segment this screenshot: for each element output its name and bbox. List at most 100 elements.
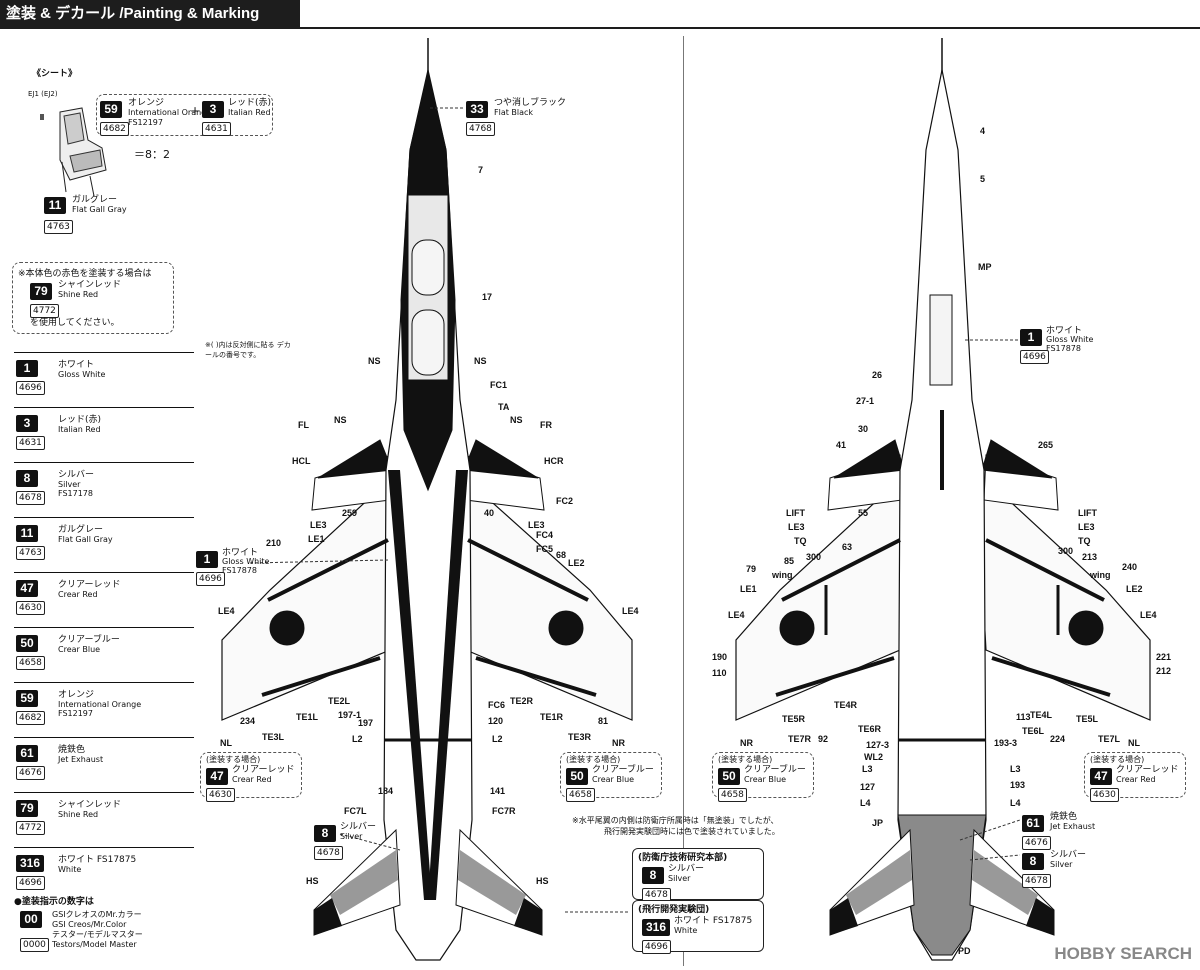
silver-l-num: 8: [314, 825, 336, 842]
bottom-view-aircraft: [735, 38, 1151, 961]
part-label: 127-3: [866, 740, 890, 750]
part-label: L3: [1010, 764, 1021, 774]
legend-name: オレンジ: [58, 690, 95, 700]
part-label: 265: [1038, 440, 1054, 450]
gloss-white-r-num: 1: [1020, 329, 1042, 346]
unit1-num: 8: [642, 867, 664, 884]
legend-en: Crear Red: [58, 590, 98, 599]
watermark: HOBBY SEARCH: [1054, 944, 1192, 963]
legend-name: ガルグレー: [58, 525, 104, 535]
mix-b-en: Italian Red: [228, 108, 271, 117]
part-label: 224: [1050, 734, 1066, 744]
mix-b-number: 3: [202, 101, 224, 118]
part-label: 190: [712, 652, 728, 662]
part-label: TQ: [794, 536, 807, 546]
part-label: 120: [488, 716, 504, 726]
part-label: 300: [1058, 546, 1074, 556]
part-label: FC2: [556, 496, 574, 506]
flat-black-en: Flat Black: [494, 108, 534, 117]
jet-exhaust-name: 焼鉄色: [1050, 812, 1078, 822]
part-label: 63: [842, 542, 853, 552]
part-label: 234: [240, 716, 256, 726]
part-label: 141: [490, 786, 506, 796]
body-color-note-box: [12, 262, 174, 334]
clear-red-r-num: 47: [1090, 768, 1112, 785]
legend-num: 61: [16, 745, 38, 762]
part-label: HS: [306, 876, 319, 886]
legend-code: 4763: [16, 546, 45, 560]
paint-key-a-num: 00: [20, 911, 42, 928]
paint-number: 59: [100, 101, 122, 118]
unit2-num: 316: [642, 919, 671, 936]
legend-code: 4658: [16, 656, 45, 670]
gloss-white-l-fs: FS17878: [222, 566, 257, 575]
part-label: FC4: [536, 530, 554, 540]
silver-r-name: シルバー: [1050, 850, 1087, 860]
part-label: 113: [1016, 712, 1031, 722]
legend-name: シルバー: [58, 470, 95, 480]
legend-code: 4630: [16, 601, 45, 615]
mix-a-fs: FS12197: [128, 118, 163, 127]
legend-num: 1: [16, 360, 38, 377]
part-label: MP: [978, 262, 992, 272]
clear-blue-r-en: Crear Blue: [744, 775, 787, 784]
part-label: 26: [872, 370, 883, 380]
clear-blue-r-head: (塗装する場合): [718, 755, 773, 764]
part-label: LIFT: [786, 508, 805, 518]
legend-code: 4676: [16, 766, 45, 780]
part-label: 41: [836, 440, 847, 450]
part-label: LE4: [622, 606, 639, 616]
part-label: L2: [492, 734, 503, 744]
jet-exhaust-en: Jet Exhaust: [1050, 822, 1096, 831]
part-label: LE1: [740, 584, 757, 594]
part-label: FC7L: [344, 806, 367, 816]
mix-a-name: オレンジ: [128, 98, 165, 108]
paint-key-b-num: 0000: [20, 938, 49, 952]
silver-l-en: Silver: [340, 832, 363, 841]
part-label: 40: [484, 508, 495, 518]
flat-black-name: つや消しブラック: [494, 98, 567, 108]
part-label: TE1L: [296, 712, 319, 722]
part-label: HCR: [544, 456, 564, 466]
gloss-white-r-fs: FS17878: [1046, 344, 1081, 353]
clear-blue-l-en: Crear Blue: [592, 775, 635, 784]
part-label: 240: [1122, 562, 1138, 572]
part-label: LE4: [728, 610, 745, 620]
legend-fs: FS17178: [58, 489, 93, 498]
legend-name: クリアーブルー: [58, 635, 120, 645]
mix-a-code: 4682: [100, 122, 129, 136]
clear-blue-left-box: [560, 752, 662, 798]
paint-key-b-text2: Testors/Model Master: [52, 940, 137, 949]
legend-code: 4696: [16, 876, 45, 890]
legend-en: Crear Blue: [58, 645, 101, 654]
part-label: 193: [1010, 780, 1026, 790]
part-label: LE2: [568, 558, 585, 568]
legend-en: Flat Gall Gray: [58, 535, 113, 544]
part-label: HS: [536, 876, 549, 886]
part-label: TA: [498, 402, 510, 412]
part-label: HCL: [292, 456, 311, 466]
part-label: TE4L: [1030, 710, 1053, 720]
body-note-en: Shine Red: [58, 290, 99, 299]
ejection-seat-drawing: [40, 107, 107, 197]
part-label: JP: [872, 818, 884, 828]
decal-note: ※( )内は反対側に貼る デカールの番号です。: [205, 341, 291, 359]
part-label: wing: [1090, 570, 1111, 580]
part-label: NL: [220, 738, 232, 748]
part-label: 212: [1156, 666, 1172, 676]
part-label: 85: [784, 556, 795, 566]
legend-num: 47: [16, 580, 38, 597]
clear-blue-l-name: クリアーブルー: [592, 765, 654, 775]
part-label: WL2: [864, 752, 883, 762]
part-label: 197-1: [338, 710, 362, 720]
flat-black-num: 33: [466, 101, 488, 118]
clear-red-l-num: 47: [206, 768, 228, 785]
part-label: TQ: [1078, 536, 1091, 546]
